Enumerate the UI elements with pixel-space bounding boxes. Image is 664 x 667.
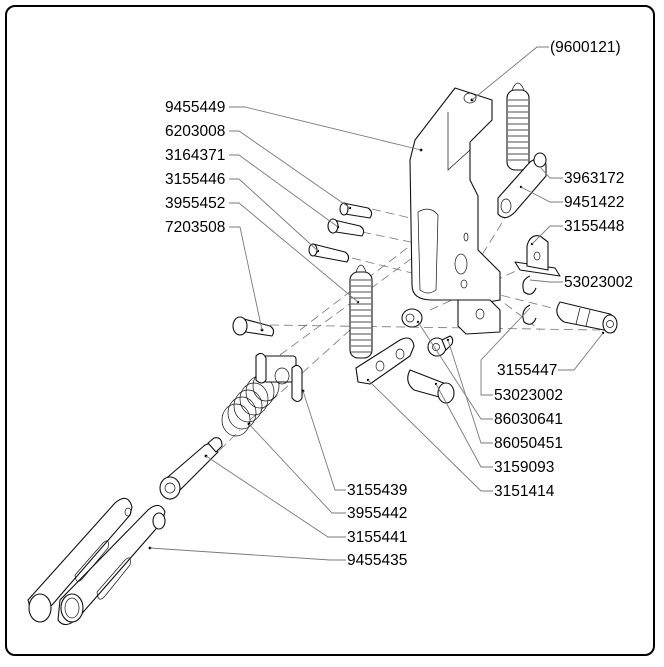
callout-9600121: (9600121) <box>550 39 621 56</box>
callout-7203508: 7203508 <box>165 219 225 236</box>
tension-spring-small-part <box>349 264 373 359</box>
leader-3963172 <box>539 166 563 179</box>
leader-3159093 <box>435 383 493 468</box>
leader-3164371 <box>229 154 339 228</box>
fork-link-part <box>27 497 166 626</box>
leader-3155441 <box>205 455 346 538</box>
leader-9455449 <box>229 106 422 151</box>
callout-labels: (9600121) 9455449 6203008 3164371 315544… <box>165 39 633 569</box>
pin-grooved-part <box>308 243 350 263</box>
e-clip-upper-part <box>522 275 537 295</box>
callout-3159093: 3159093 <box>494 459 554 476</box>
callout-3155446: 3155446 <box>165 171 225 188</box>
callout-3164371: 3164371 <box>165 147 225 164</box>
callout-86030641: 86030641 <box>494 411 563 428</box>
leader-7203508 <box>229 226 263 331</box>
leader-3155439 <box>302 390 346 491</box>
callout-9455435: 9455435 <box>347 552 407 569</box>
leader-3155446 <box>229 178 319 252</box>
callout-3155439: 3155439 <box>347 482 407 499</box>
leader-9455435 <box>149 547 346 561</box>
torx-nut-part <box>401 308 423 328</box>
spring-seat-part <box>255 352 305 403</box>
callout-9451422: 9451422 <box>564 194 624 211</box>
callout-3151414: 3151414 <box>494 483 555 500</box>
spring-hook-plate-part <box>355 337 415 385</box>
callout-3155441: 3155441 <box>347 529 407 546</box>
leader-3155447 <box>558 332 604 371</box>
leader-53023002b <box>480 307 531 396</box>
leader-86050451 <box>447 339 493 444</box>
leader-3155448 <box>531 225 563 245</box>
leader-9600121 <box>471 46 549 101</box>
leader-3151414 <box>367 379 493 492</box>
e-clip-lower-part <box>522 304 537 325</box>
callout-86050451: 86050451 <box>494 435 563 452</box>
leader-53023002a <box>529 279 563 283</box>
pin-short-part <box>339 202 373 219</box>
callout-6203008: 6203008 <box>165 123 225 140</box>
hex-screw-part <box>427 335 454 357</box>
leader-6203008 <box>229 130 351 209</box>
callout-9455449: 9455449 <box>165 99 225 116</box>
callout-3955442: 3955442 <box>347 505 407 522</box>
leader-9451422 <box>520 186 563 203</box>
lever-arm-part <box>497 152 547 219</box>
callout-3963172: 3963172 <box>564 170 624 187</box>
tension-spring-large-part <box>506 82 530 171</box>
callout-53023002-upper: 53023002 <box>564 274 633 291</box>
cylinder-pin-part <box>407 369 455 404</box>
torx-bolt-part <box>159 437 223 500</box>
leader-3955442 <box>248 423 346 514</box>
callout-53023002-lower: 53023002 <box>494 387 563 404</box>
callout-3155448: 3155448 <box>564 218 624 235</box>
leader-3955452 <box>229 202 359 303</box>
shoulder-pin-part <box>232 316 275 337</box>
leader-lines <box>149 46 604 561</box>
callout-3155447: 3155447 <box>497 362 557 379</box>
diagram-frame <box>5 5 655 656</box>
mount-block-part <box>514 235 561 277</box>
callout-3955452: 3955452 <box>165 195 225 212</box>
main-bracket-part <box>409 87 501 335</box>
pin-collared-part <box>327 218 365 237</box>
stepped-shaft-part <box>556 301 618 335</box>
leader-86030641 <box>417 321 493 420</box>
